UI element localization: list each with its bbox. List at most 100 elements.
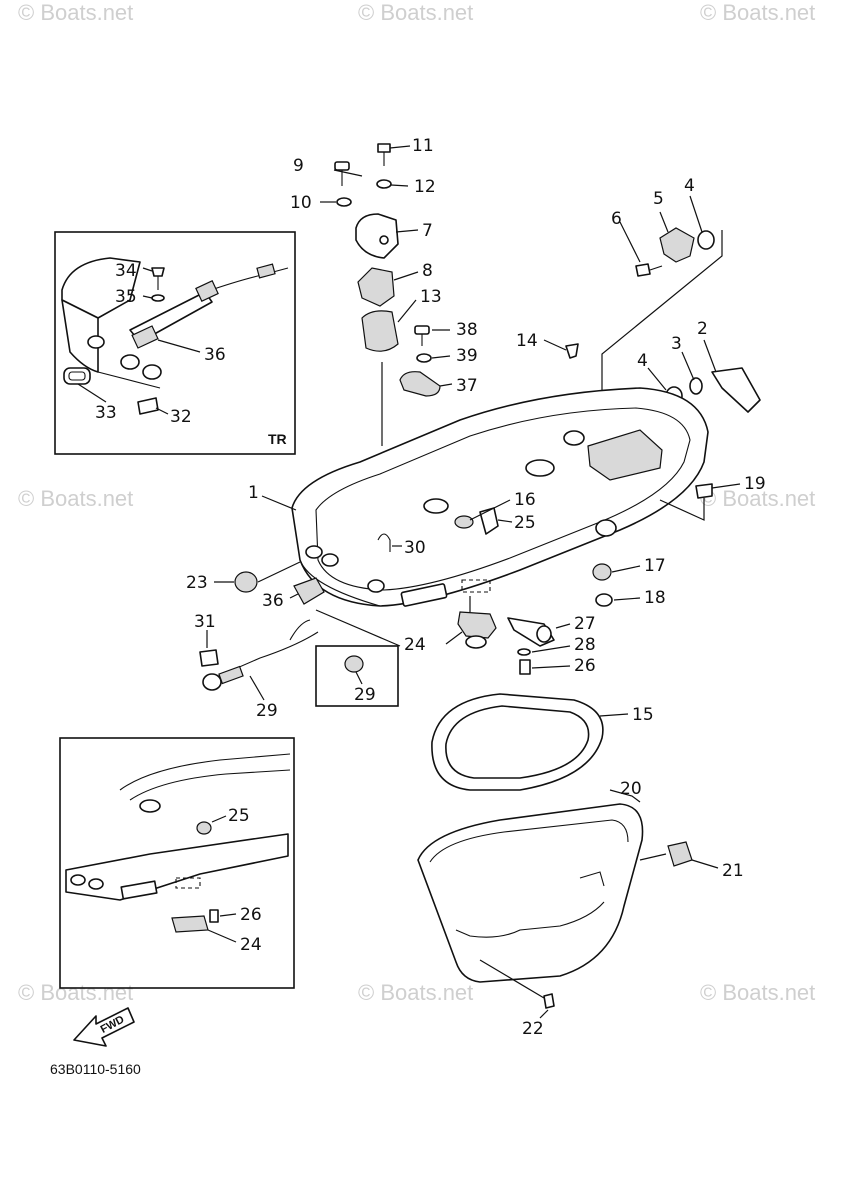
- callout-label: 12: [414, 177, 436, 197]
- clip-21: [667, 841, 693, 867]
- callout-label: 25: [228, 806, 250, 826]
- watermark-text: © Boats.net: [18, 486, 133, 511]
- inset-hole: [120, 354, 140, 370]
- inset-29-frame: [315, 645, 399, 707]
- leader-line: [639, 853, 667, 861]
- cowling-recess: [461, 579, 491, 593]
- callout-label: 13: [420, 287, 442, 307]
- screw-shank: [649, 265, 663, 271]
- sensor-cable-branch: [289, 619, 311, 641]
- cap-23: [234, 571, 258, 593]
- inset-cowling-lip: [97, 371, 161, 389]
- lever-2: [711, 367, 761, 413]
- watermark-text: © Boats.net: [18, 980, 133, 1005]
- inset-plate-24: [171, 915, 209, 933]
- leader-line: [315, 609, 401, 647]
- grommet-16: [454, 515, 474, 529]
- inset-tr: 34 35 36 33 32 TR: [54, 231, 296, 455]
- leader-line: [390, 184, 409, 187]
- bracket-hole: [379, 235, 389, 245]
- leader-line: [497, 519, 513, 523]
- plate-8: [357, 267, 395, 307]
- leader-line: [689, 195, 703, 233]
- inset-connector: [256, 263, 276, 279]
- lower-cover-rim: [429, 819, 629, 863]
- clamp-ring: [536, 625, 552, 643]
- callout-label: 29: [354, 685, 376, 705]
- bolt-icon: [334, 161, 350, 171]
- seal-15-inner: [445, 705, 590, 779]
- document-number: 63B0110-5160: [50, 1061, 141, 1077]
- callout-label: 1: [248, 483, 259, 503]
- inset-hole: [88, 878, 104, 890]
- watermark-text: © Boats.net: [700, 0, 815, 25]
- leader-line: [389, 145, 411, 149]
- seal-group: 15: [431, 693, 654, 791]
- leader-line: [531, 645, 571, 653]
- cowling-hole: [305, 545, 323, 559]
- leader-line: [439, 383, 453, 387]
- callout-label: 3: [671, 334, 682, 354]
- lever-bracket-5: [659, 227, 695, 263]
- washer-icon: [336, 197, 352, 207]
- bottom-cowling: 1: [248, 387, 709, 607]
- watermark-text: © Boats.net: [18, 0, 133, 25]
- leader-line: [261, 495, 297, 511]
- leader-line: [543, 339, 567, 351]
- leader-line: [479, 959, 545, 999]
- inset-mh-er: 25 26 24: [59, 737, 295, 989]
- sensor-cable: [213, 631, 319, 679]
- callout-label: 30: [404, 538, 426, 558]
- inset-wire: [204, 267, 289, 293]
- watermark-text: © Boats.net: [358, 0, 473, 25]
- leader-line: [659, 498, 705, 521]
- lower-cover-ledge: [455, 901, 605, 938]
- callout-label: 32: [170, 407, 192, 427]
- watermark-text: © Boats.net: [700, 486, 815, 511]
- left-fittings-group: 23 36 31 29 29: [186, 561, 401, 721]
- callout-label: 29: [256, 701, 278, 721]
- leader-line: [659, 211, 669, 233]
- bushing-4: [697, 230, 715, 250]
- washer-icon: [416, 353, 432, 363]
- leader-line: [289, 593, 299, 599]
- inset-hole: [87, 335, 105, 349]
- callout-label: 9: [293, 156, 304, 176]
- cowling-opening: [525, 459, 555, 477]
- leader-line: [219, 913, 237, 917]
- leader-line: [609, 789, 641, 803]
- inset-mh-er-frame: [59, 737, 295, 989]
- callout-label: 34: [115, 261, 137, 281]
- leader-line: [469, 499, 511, 521]
- plug-18: [595, 593, 613, 607]
- leader-line: [445, 631, 463, 645]
- leader-line: [157, 339, 201, 353]
- grommet-inner: [68, 371, 86, 381]
- leader-line: [249, 675, 265, 701]
- inset-switch-body: [131, 325, 159, 349]
- lower-fittings-group: 24 27 28 26: [404, 596, 596, 676]
- lower-cover-notch: [579, 871, 605, 887]
- bracket-7: [355, 213, 399, 259]
- cowling-opening: [423, 498, 449, 514]
- leader-line: [703, 339, 717, 373]
- callout-label: 27: [574, 614, 596, 634]
- inset-tr-frame: [54, 231, 296, 455]
- lower-cover-20: [417, 803, 644, 983]
- leader-line: [647, 367, 667, 391]
- inset-hole: [70, 874, 86, 886]
- inset-grommet-25: [196, 821, 212, 835]
- label-plate-icon: [199, 649, 219, 667]
- wave-washer-3: [689, 377, 703, 395]
- callout-label: 4: [684, 176, 695, 196]
- cowling-opening: [563, 430, 585, 446]
- cushion-13: [361, 310, 399, 352]
- arrow-icon: [73, 1007, 135, 1047]
- screw-icon: [543, 993, 555, 1009]
- callout-label: 24: [404, 635, 426, 655]
- screw-icon: [695, 483, 713, 499]
- inset-cowling-edge: [119, 753, 291, 791]
- leader-line: [555, 623, 571, 629]
- screw-icon: [151, 267, 165, 277]
- inset-opening: [139, 799, 161, 813]
